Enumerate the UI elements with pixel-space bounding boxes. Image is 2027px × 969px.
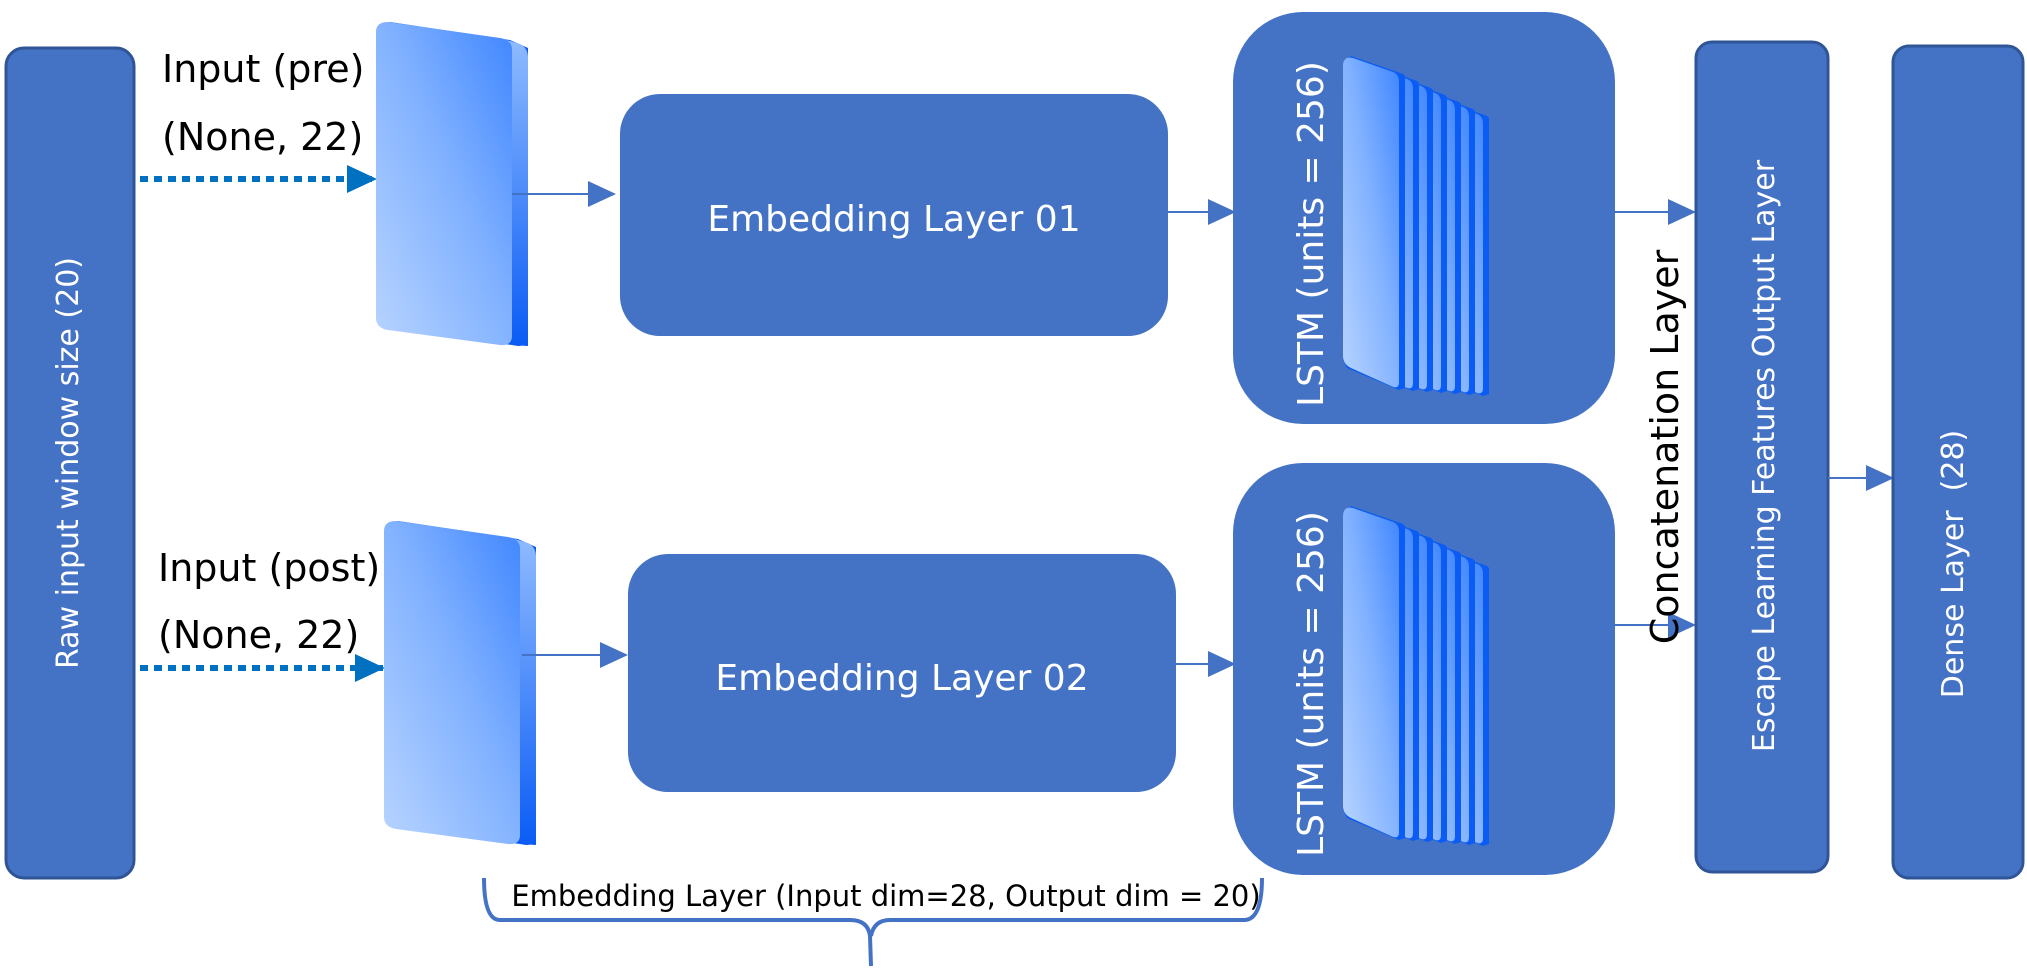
dense-layer-box: [1891, 44, 2025, 880]
lstm-unit-slab: [1343, 56, 1405, 390]
input-post-shape: (None, 22): [158, 613, 359, 657]
dense-layer-label: Dense Layer (28): [1936, 430, 1971, 699]
input-post-tile: [384, 521, 536, 845]
raw-input-box: [4, 46, 136, 880]
input-post-label: Input (post): [158, 546, 380, 590]
embedding-brace-label: Embedding Layer (Input dim=28, Output di…: [511, 879, 1260, 913]
embedding-layer-01-label: Embedding Layer 01: [707, 199, 1080, 240]
embedding-layer-02-label: Embedding Layer 02: [715, 658, 1088, 699]
input-pre-shape: (None, 22): [162, 115, 363, 159]
embedding-layer-01-box: [620, 94, 1168, 336]
embedding-brace: [482, 877, 1264, 967]
raw-input-label: Raw input window size (20): [51, 257, 86, 669]
lstm-01-unit-stack: [1343, 56, 1489, 396]
lstm-02-label: LSTM (units = 256): [1291, 511, 1332, 857]
lstm-01-label: LSTM (units = 256): [1291, 61, 1332, 407]
input-pre-label: Input (pre): [162, 47, 364, 91]
lstm-02-unit-stack: [1343, 506, 1489, 846]
input-pre-tile: [376, 22, 528, 346]
escape-learning-output-box: [1694, 40, 1830, 874]
escape-learning-output-label: Escape Learning Features Output Layer: [1747, 159, 1782, 752]
concatenation-layer-label: Concatenation Layer: [1643, 249, 1687, 644]
embedding-layer-02-box: [628, 554, 1176, 792]
lstm-unit-slab: [1343, 506, 1405, 840]
